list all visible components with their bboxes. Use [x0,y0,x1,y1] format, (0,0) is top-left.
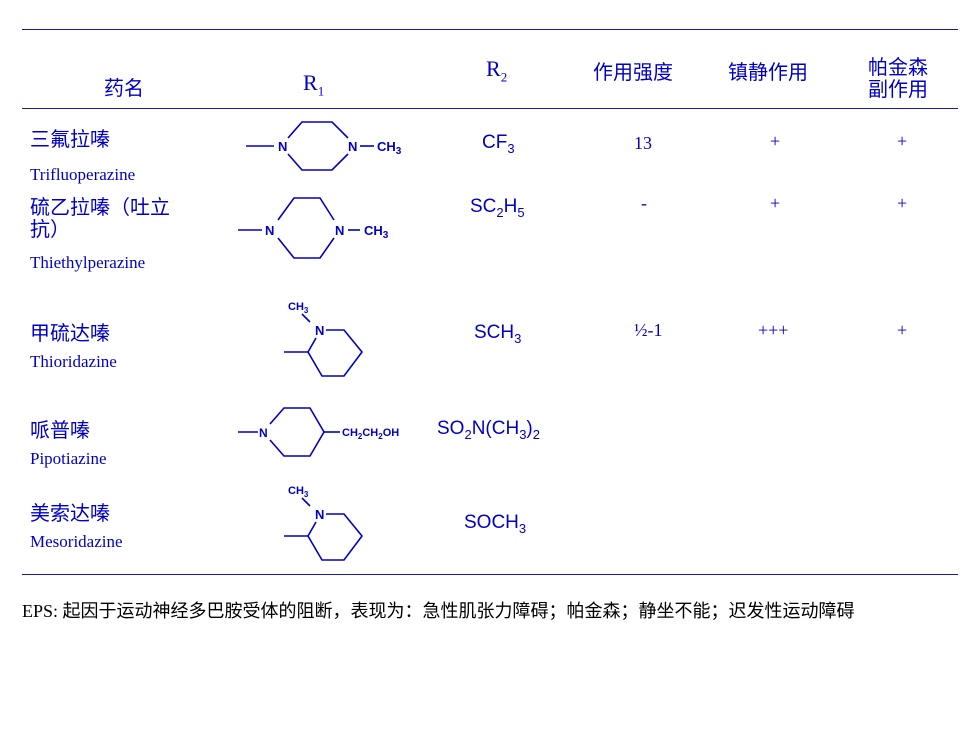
r1-ch3: CH3 [288,301,309,315]
header-drug-name: 药名 [104,76,144,100]
drug-en-thioridazine: Thioridazine [30,352,117,371]
drug-cn-mesoridazine: 美索达嗪 [30,501,110,525]
r1-structure-methylpiperidine-1: CH3 N [284,301,364,377]
sedation-thiethylperazine: + [770,193,781,213]
r2-trifluoperazine: CF3 [482,132,515,156]
header-parkinson: 帕金森 副作用 [868,55,928,101]
header-potency: 作用强度 [593,60,673,84]
drug-en-thiethylperazine: Thiethylperazine [30,253,146,272]
parkinson-thioridazine: + [897,320,908,340]
header-r2: R2 [486,56,508,85]
r1-n-right: N [348,139,357,154]
sedation-thioridazine: +++ [758,320,789,340]
table-top-rule [22,29,958,30]
r2-thiethylperazine: SC2H5 [470,196,525,220]
drug-en-mesoridazine: Mesoridazine [30,532,123,551]
r1-ch3: CH3 [377,139,402,157]
sedation-trifluoperazine: + [770,131,781,151]
drug-cn-thiethylperazine: 硫乙拉嗪（吐立 抗） [30,195,170,241]
header-r1: R1 [303,70,325,99]
r1-ch3: CH3 [364,223,389,241]
r1-n-left: N [265,223,274,238]
potency-thioridazine: ½-1 [634,320,663,340]
header-sedation: 镇静作用 [728,60,808,84]
r1-structure-methylpiperazine-1: N N CH3 [246,121,402,171]
r2-thioridazine: SCH3 [474,322,522,346]
potency-trifluoperazine: 13 [634,133,652,153]
drug-cn-pipotiazine: 哌普嗪 [30,418,90,442]
drug-cn-trifluoperazine: 三氟拉嗪 [30,127,110,151]
table-header-rule [22,108,958,109]
r1-n: N [259,426,268,440]
r1-n: N [315,323,324,338]
r1-structure-piperidine-ethanol: N CH2CH2OH [238,407,399,457]
r1-ch3: CH3 [288,485,309,499]
r1-chain: CH2CH2OH [342,427,399,441]
potency-thiethylperazine: - [641,193,647,213]
drug-cn-thioridazine: 甲硫达嗪 [30,321,110,345]
r1-n: N [315,507,324,522]
r1-n-left: N [278,139,287,154]
r1-structure-methylpiperidine-2: CH3 N [284,485,364,561]
r2-mesoridazine: SOCH3 [464,512,527,536]
eps-footnote: EPS: 起因于运动神经多巴胺受体的阻断，表现为：急性肌张力障碍；帕金森；静坐不… [22,601,855,621]
r2-pipotiazine: SO2N(CH3)2 [437,418,540,442]
r1-n-right: N [335,223,344,238]
r1-structure-methylpiperazine-2: N N CH3 [238,197,389,259]
table-bottom-rule [22,574,958,575]
parkinson-trifluoperazine: + [897,131,908,151]
drug-en-trifluoperazine: Trifluoperazine [30,165,136,184]
parkinson-thiethylperazine: + [897,193,908,213]
drug-en-pipotiazine: Pipotiazine [30,449,107,468]
